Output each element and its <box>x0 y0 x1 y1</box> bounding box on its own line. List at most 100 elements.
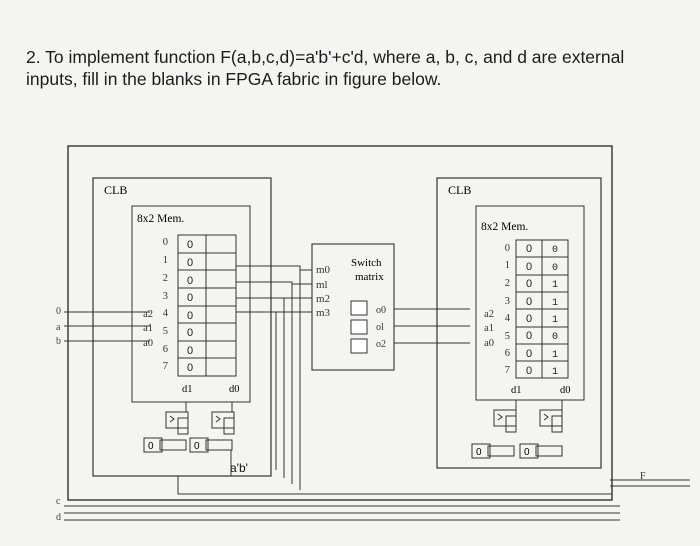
switch-input-label: m2 <box>316 293 330 305</box>
mem-cell[interactable]: 1 <box>552 315 558 326</box>
addr-input-label: a2 <box>143 309 153 320</box>
switch-output-label: o2 <box>376 339 386 350</box>
addr-label: 2 <box>163 273 168 284</box>
flip-flop-icon <box>493 409 517 427</box>
switch-input-label: m3 <box>316 307 331 319</box>
switch-title-2: matrix <box>355 271 384 283</box>
mem-cell[interactable]: 0 <box>187 345 193 357</box>
mem-cell[interactable]: 0 <box>526 313 532 325</box>
mem-right-title: 8x2 Mem. <box>481 221 528 233</box>
mem-cell[interactable]: 0 <box>552 332 558 343</box>
clb-left: CLB 8x2 Mem. 0 1 2 3 4 5 6 7 0 0 0 0 0 <box>92 177 272 477</box>
clb-right-title: CLB <box>448 183 471 197</box>
input-label: a <box>56 322 61 333</box>
mem-cell[interactable]: 0 <box>187 275 193 287</box>
mem-cell[interactable]: 1 <box>552 367 558 378</box>
switch-blank-box[interactable] <box>350 338 368 354</box>
mem-cell[interactable]: 1 <box>552 280 558 291</box>
addr-label: 6 <box>163 344 168 355</box>
switch-blank-box[interactable] <box>350 300 368 316</box>
addr-label: 3 <box>505 296 510 307</box>
flip-flop-icon <box>539 409 563 427</box>
mem-left-d0-column[interactable] <box>205 234 237 377</box>
addr-input-label: a1 <box>484 323 494 334</box>
clb-left-title: CLB <box>104 183 127 197</box>
addr-label: 6 <box>505 348 510 359</box>
addr-label: 1 <box>163 255 168 266</box>
question-text: 2. To implement function F(a,b,c,d)=a'b'… <box>26 46 686 90</box>
mux-select-box[interactable] <box>189 437 209 453</box>
d1-label: d1 <box>511 385 522 396</box>
output-label: F <box>640 471 646 482</box>
mux-select-box[interactable] <box>143 437 163 453</box>
mem-cell[interactable]: 0 <box>526 278 532 290</box>
addr-input-label: a0 <box>484 338 494 349</box>
mem-cell[interactable]: 0 <box>526 348 532 360</box>
switch-title-1: Switch <box>351 257 382 269</box>
flip-flop-icon <box>165 411 189 429</box>
mem-cell[interactable]: 0 <box>552 245 558 256</box>
switch-input-label: m0 <box>316 264 331 276</box>
mem-cell[interactable]: 0 <box>187 292 193 304</box>
addr-label: 0 <box>163 237 168 248</box>
mem-cell[interactable]: 0 <box>526 365 532 377</box>
mux-select-box[interactable] <box>471 443 491 459</box>
input-label: c <box>56 496 61 507</box>
addr-label: 3 <box>163 291 168 302</box>
addr-label: 7 <box>163 361 168 372</box>
addr-label: 2 <box>505 278 510 289</box>
mux-value: 0 <box>194 441 200 452</box>
external-input-lines <box>64 311 620 521</box>
input-label: b <box>56 336 61 347</box>
mem-cell[interactable]: 0 <box>187 257 193 269</box>
input-label: 0 <box>56 306 61 317</box>
question-line-1: 2. To implement function F(a,b,c,d)=a'b'… <box>26 47 625 67</box>
mem-cell[interactable]: 0 <box>187 310 193 322</box>
addr-label: 4 <box>505 313 511 324</box>
d0-label: d0 <box>229 384 240 395</box>
mem-cell[interactable]: 0 <box>526 296 532 308</box>
switch-matrix: Switch matrix m0 ml m2 m3 o0 ol o2 <box>311 243 470 371</box>
mem-cell[interactable]: 0 <box>187 327 193 339</box>
input-label: d <box>56 512 61 523</box>
question-line-2: inputs, fill in the blanks in FPGA fabri… <box>26 69 442 89</box>
mem-cell[interactable]: 0 <box>187 239 193 251</box>
mux-value: 0 <box>148 441 154 452</box>
mem-left-title: 8x2 Mem. <box>137 213 184 225</box>
d0-label: d0 <box>560 385 571 396</box>
d1-label: d1 <box>182 384 193 395</box>
mem-cell[interactable]: 1 <box>552 350 558 361</box>
addr-label: 5 <box>505 331 510 342</box>
flip-flop-icon <box>211 411 235 429</box>
addr-input-label: a1 <box>143 323 153 334</box>
addr-label: 5 <box>163 326 168 337</box>
switch-input-label: ml <box>316 279 328 291</box>
switch-blank-box[interactable] <box>350 319 368 335</box>
mem-cell[interactable]: 1 <box>552 298 558 309</box>
mux-select-box[interactable] <box>519 443 539 459</box>
mux-value: 0 <box>524 447 530 458</box>
addr-label: 1 <box>505 260 510 271</box>
mux-value: 0 <box>476 447 482 458</box>
mem-cell[interactable]: 0 <box>526 330 532 342</box>
clb-right-box <box>436 177 602 469</box>
fpga-fabric-border <box>67 145 613 501</box>
clb-right: CLB 8x2 Mem. 0 1 2 3 4 5 6 7 0 0 0 0 0 0 <box>436 177 602 469</box>
addr-input-label: a0 <box>143 338 153 349</box>
addr-input-label: a2 <box>484 309 494 320</box>
addr-label: 7 <box>505 365 510 376</box>
clb-left-box <box>92 177 272 477</box>
addr-label: 4 <box>163 308 169 319</box>
mem-cell[interactable]: 0 <box>526 243 532 255</box>
switch-output-label: ol <box>376 322 384 333</box>
mem-cell[interactable]: 0 <box>526 261 532 273</box>
mem-left-box <box>131 205 251 403</box>
mem-cell[interactable]: 0 <box>187 362 193 374</box>
switch-output-label: o0 <box>376 305 386 316</box>
annotation-text: a'b' <box>230 461 248 475</box>
switch-matrix-box <box>311 243 395 371</box>
mem-cell[interactable]: 0 <box>552 263 558 274</box>
addr-label: 0 <box>505 243 510 254</box>
mem-right-box <box>475 205 585 401</box>
